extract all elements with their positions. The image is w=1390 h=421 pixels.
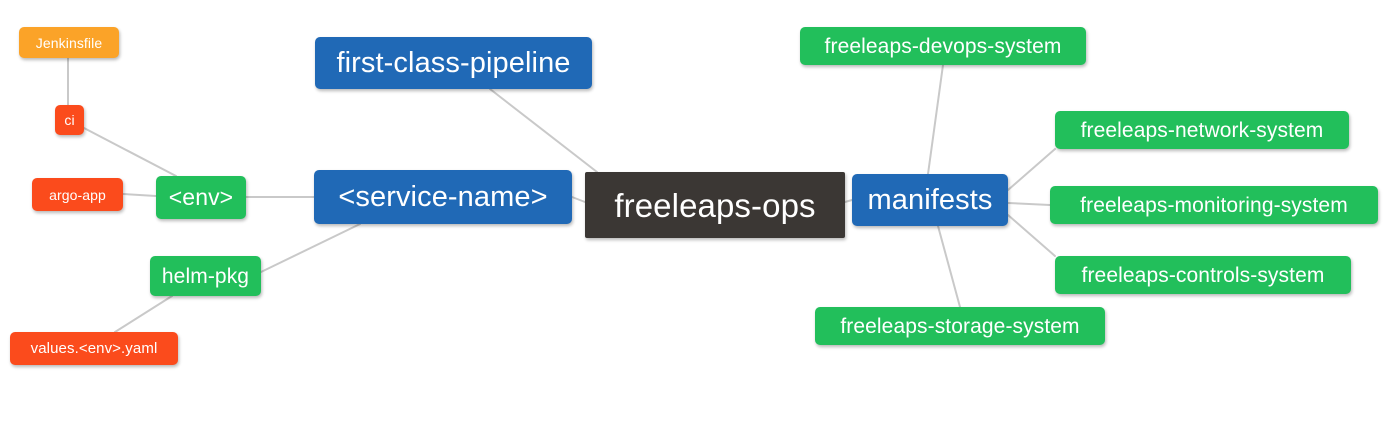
edge-env-to-argo-app	[122, 193, 157, 197]
edge-freeleaps-ops-to-manifests	[844, 199, 853, 203]
edge-helm-pkg-to-values-env-yaml	[114, 295, 173, 333]
node-ci[interactable]: ci	[55, 105, 84, 135]
node-freeleaps-network-system[interactable]: freeleaps-network-system	[1055, 111, 1349, 149]
edge-freeleaps-ops-to-first-class-pipeline	[489, 88, 598, 173]
node-freeleaps-storage-system[interactable]: freeleaps-storage-system	[815, 307, 1105, 345]
node-first-class-pipeline[interactable]: first-class-pipeline	[315, 37, 592, 89]
node-freeleaps-devops-system[interactable]: freeleaps-devops-system	[800, 27, 1086, 65]
edge-freeleaps-ops-to-service-name	[571, 196, 586, 203]
edge-manifests-to-freeleaps-storage-system	[937, 225, 961, 308]
node-freeleaps-monitoring-system[interactable]: freeleaps-monitoring-system	[1050, 186, 1378, 224]
node-helm-pkg[interactable]: helm-pkg	[150, 256, 261, 296]
node-label: values.<env>.yaml	[30, 340, 158, 357]
node-env[interactable]: <env>	[156, 176, 246, 219]
node-label: freeleaps-devops-system	[824, 34, 1062, 58]
node-label: freeleaps-network-system	[1080, 118, 1324, 142]
edge-env-to-ci	[83, 127, 177, 177]
edge-service-name-to-helm-pkg	[260, 223, 361, 273]
edge-manifests-to-freeleaps-monitoring-system	[1007, 202, 1051, 206]
node-label: argo-app	[49, 186, 106, 203]
edge-manifests-to-freeleaps-controls-system	[1007, 214, 1056, 257]
node-manifests[interactable]: manifests	[852, 174, 1008, 226]
node-label: freeleaps-storage-system	[840, 314, 1080, 338]
node-freeleaps-controls-system[interactable]: freeleaps-controls-system	[1055, 256, 1351, 294]
node-label: manifests	[867, 183, 993, 216]
node-label: freeleaps-ops	[614, 186, 816, 224]
node-service-name[interactable]: <service-name>	[314, 170, 572, 224]
node-label: Jenkinsfile	[35, 34, 103, 51]
node-label: first-class-pipeline	[336, 46, 571, 79]
node-values-env-yaml[interactable]: values.<env>.yaml	[10, 332, 178, 365]
node-argo-app[interactable]: argo-app	[32, 178, 123, 211]
node-label: freeleaps-controls-system	[1081, 263, 1325, 287]
node-label: <service-name>	[338, 180, 548, 213]
node-freeleaps-ops[interactable]: freeleaps-ops	[585, 172, 845, 238]
edge-manifests-to-freeleaps-network-system	[1007, 148, 1056, 191]
node-label: freeleaps-monitoring-system	[1080, 193, 1348, 217]
node-jenkinsfile[interactable]: Jenkinsfile	[19, 27, 119, 58]
node-label: <env>	[168, 184, 234, 210]
node-label: helm-pkg	[161, 264, 250, 288]
node-label: ci	[64, 112, 75, 128]
edge-manifests-to-freeleaps-devops-system	[927, 64, 944, 175]
